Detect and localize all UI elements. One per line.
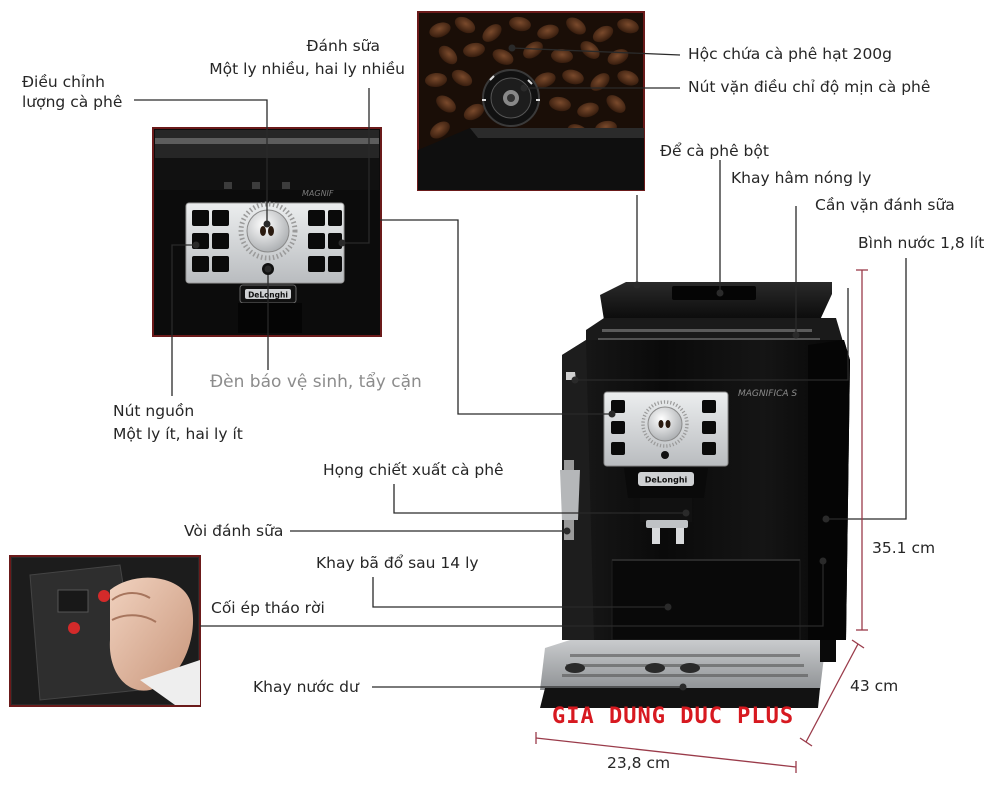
- leader-bean-hopper: [511, 47, 681, 56]
- machine-brand-logo: DeLonghi: [645, 476, 688, 485]
- bean-hopper-inset: [417, 11, 645, 191]
- label-power-button: Nút nguồn: [113, 402, 195, 420]
- label-coffee-amount-line2: lượng cà phê: [22, 93, 123, 111]
- dimension-lines: [535, 269, 868, 773]
- label-milk-frothing: Đánh sữa: [306, 37, 380, 55]
- machine-model-text: MAGNIFICA S: [738, 389, 797, 399]
- inset-aroma-dial: [238, 201, 298, 261]
- shop-watermark: GIA DUNG DUC PLUS: [552, 704, 795, 729]
- leader-lines: [134, 47, 907, 688]
- leader-panel-to-machine: [380, 219, 612, 415]
- label-depth-dimension: 43 cm: [850, 677, 899, 695]
- label-milk-frothing-sub: Một ly nhiều, hai ly nhiều: [209, 60, 405, 78]
- coffee-beans: [425, 16, 639, 140]
- leader-water-tank: [826, 258, 907, 520]
- label-bean-hopper: Hộc chứa cà phê hạt 200g: [688, 45, 893, 63]
- depth-dimension-line: [805, 643, 859, 743]
- svg-text:MAGNIF: MAGNIF: [302, 189, 334, 198]
- label-grounds-tray: Khay bã đổ sau 14 ly: [316, 554, 479, 572]
- leader-grounds-tray: [372, 577, 668, 608]
- label-brew-spout: Họng chiết xuất cà phê: [323, 461, 504, 479]
- label-drip-tray: Khay nước dư: [253, 678, 359, 696]
- label-descale-light: Đèn báo vệ sinh, tẩy cặn: [210, 372, 422, 392]
- label-steam-lever: Cần vặn đánh sữa: [815, 196, 955, 214]
- label-power-button-sub: Một ly ít, hai ly ít: [113, 425, 243, 443]
- label-brew-unit: Cối ép tháo rời: [211, 599, 325, 617]
- label-milk-wand: Vòi đánh sữa: [184, 522, 284, 540]
- coffee-machine-body: MAGNIFICA S DeLonghi: [540, 282, 850, 708]
- label-grind-knob: Nút vặn điều chỉ độ mịn cà phê: [688, 78, 931, 96]
- leader-coffee-amount: [134, 99, 268, 224]
- label-ground-coffee: Để cà phê bột: [660, 142, 769, 160]
- machine-buttons: [611, 400, 716, 455]
- label-height-dimension: 35.1 cm: [872, 539, 936, 557]
- label-cup-warmer: Khay hâm nóng ly: [731, 169, 872, 187]
- leader-dots: [192, 44, 830, 691]
- label-width-dimension: 23,8 cm: [607, 754, 671, 772]
- label-water-tank: Bình nước 1,8 lít: [858, 234, 985, 252]
- width-dimension-line: [535, 737, 797, 768]
- leader-brew-spout: [393, 484, 686, 514]
- inset-right-buttons: [308, 210, 342, 272]
- leader-steam-to-wand: [575, 288, 849, 381]
- leader-power-button: [171, 244, 196, 396]
- grind-adjust-knob: [482, 69, 540, 127]
- label-coffee-amount-line1: Điều chỉnh: [22, 73, 105, 91]
- hand-photo: [109, 577, 194, 691]
- brew-unit-inset: [9, 555, 201, 707]
- leader-brew-unit: [200, 561, 824, 627]
- leader-milk-frothing: [342, 88, 370, 244]
